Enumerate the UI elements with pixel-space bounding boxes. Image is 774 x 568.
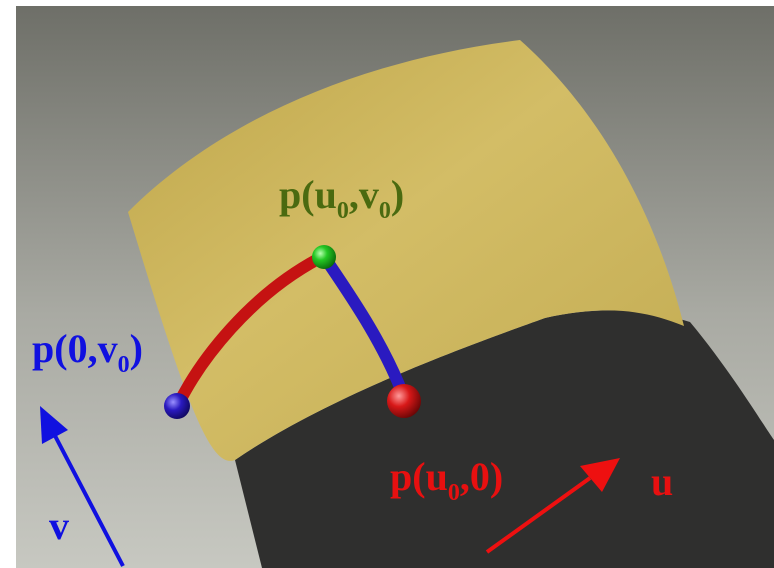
label-p-0-v0: p(0,v0) <box>32 326 143 378</box>
label-u-axis: u <box>651 459 673 504</box>
u-isocurve <box>172 252 326 411</box>
u-arrow <box>485 458 620 554</box>
point-u0-v0 <box>312 245 336 269</box>
label-p-u0-v0: p(u0,v0) <box>279 172 404 224</box>
v-isocurve <box>319 252 411 406</box>
point-0-v0 <box>164 393 190 419</box>
point-u0-0 <box>387 384 421 418</box>
label-p-u0-0: p(u0,0) <box>390 454 503 506</box>
surface-underside <box>235 310 774 568</box>
v-arrow <box>40 406 125 567</box>
surface-patch <box>128 40 684 461</box>
label-v-axis: v <box>49 503 69 548</box>
